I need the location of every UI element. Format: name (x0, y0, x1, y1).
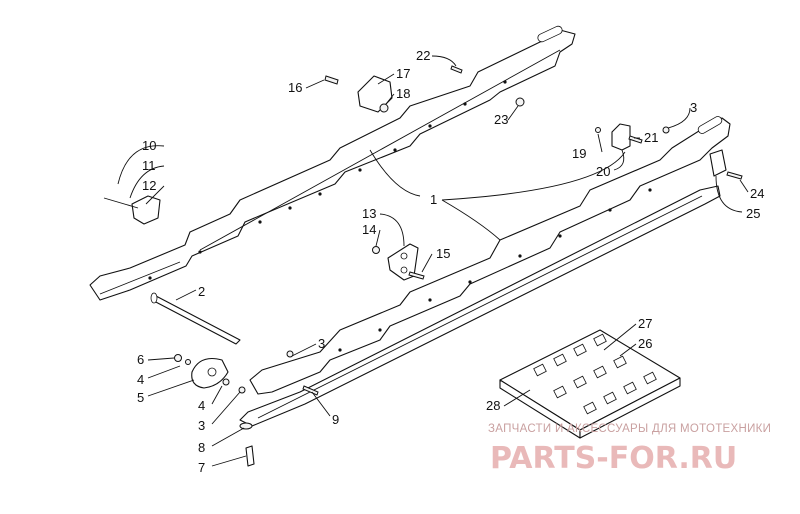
callout-1: 1 (430, 192, 437, 207)
rail-upper (89, 25, 576, 301)
callout-28: 28 (486, 398, 500, 413)
callouts: 1 2 3 3 3 4 4 5 6 7 8 9 10 11 12 13 14 1… (137, 48, 764, 475)
callout-2: 2 (198, 284, 205, 299)
callout-3-top: 3 (690, 100, 697, 115)
slide-rail (239, 185, 721, 427)
track-clip-assembly (499, 329, 681, 439)
callout-23: 23 (494, 112, 508, 127)
callout-3-low: 3 (198, 418, 205, 433)
bracket-25 (662, 126, 727, 177)
callout-12: 12 (142, 178, 156, 193)
callout-4-lower: 4 (198, 398, 205, 413)
cross-shaft (150, 292, 241, 345)
callout-3-mid: 3 (318, 336, 325, 351)
callout-14: 14 (362, 222, 376, 237)
watermark: ЗАПЧАСТИ И АКСЕССУАРЫ ДЛЯ МОТОТЕХНИКИ PA… (488, 423, 771, 476)
callout-4-upper: 4 (137, 372, 144, 387)
callout-21: 21 (644, 130, 658, 145)
watermark-tagline: ЗАПЧАСТИ И АКСЕССУАРЫ ДЛЯ МОТОТЕХНИКИ (488, 423, 771, 435)
watermark-brand: PARTS-FOR.RU (490, 441, 737, 476)
bumper-block (191, 357, 229, 389)
callout-5: 5 (137, 390, 144, 405)
callout-13: 13 (362, 206, 376, 221)
callout-27: 27 (638, 316, 652, 331)
callout-20: 20 (596, 164, 610, 179)
leader-lines (117, 55, 749, 467)
callout-18: 18 (396, 86, 410, 101)
callout-15: 15 (436, 246, 450, 261)
callout-17: 17 (396, 66, 410, 81)
callout-19: 19 (572, 146, 586, 161)
callout-10: 10 (142, 138, 156, 153)
bracket-12 (103, 195, 161, 225)
callout-24: 24 (750, 186, 764, 201)
block-17 (357, 75, 393, 113)
callout-9: 9 (332, 412, 339, 427)
callout-11: 11 (142, 158, 156, 173)
callout-8: 8 (198, 440, 205, 455)
callout-26: 26 (638, 336, 652, 351)
callout-6: 6 (137, 352, 144, 367)
callout-25: 25 (746, 206, 760, 221)
callout-16: 16 (288, 80, 302, 95)
rail-lower (249, 116, 731, 395)
block-20 (595, 123, 631, 151)
callout-22: 22 (416, 48, 430, 63)
hardware (174, 65, 743, 467)
callout-7: 7 (198, 460, 205, 475)
